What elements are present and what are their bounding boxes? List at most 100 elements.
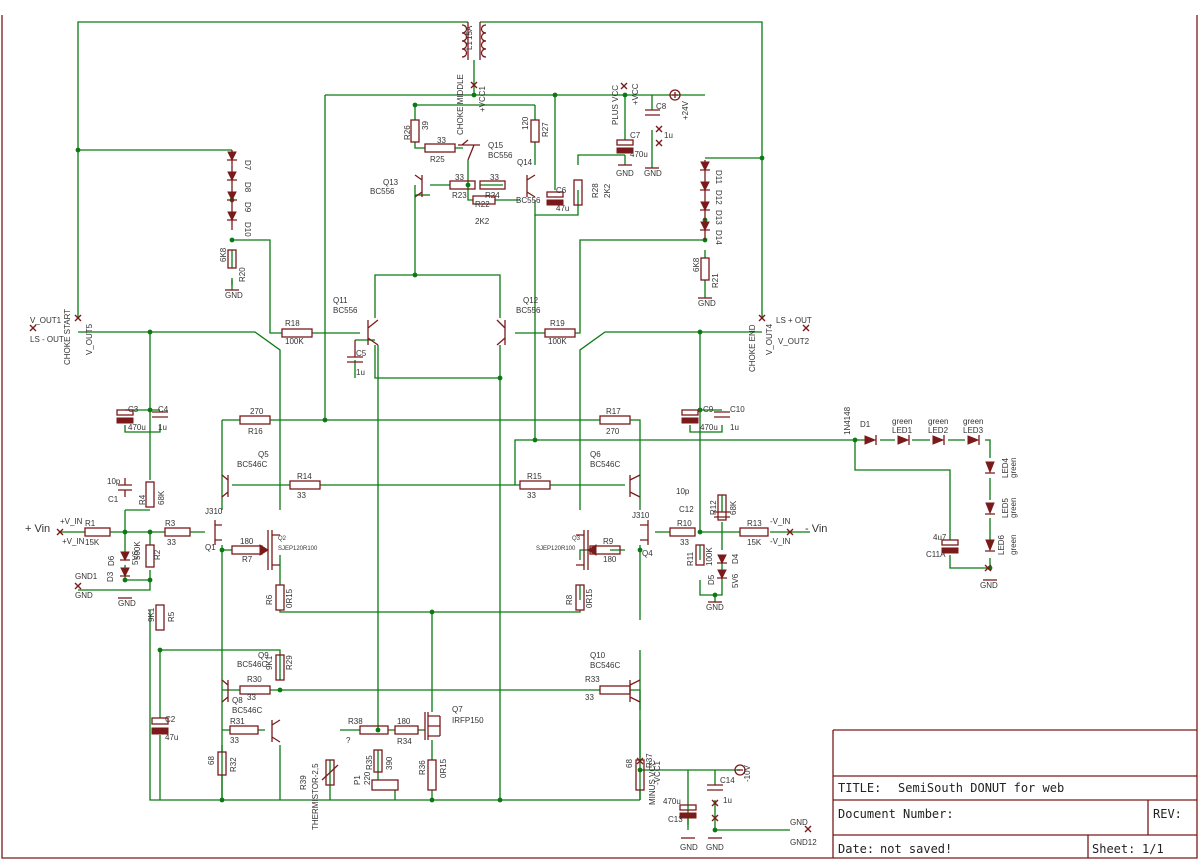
r2-body — [145, 544, 155, 568]
svg-text:LED4: LED4 — [1001, 457, 1010, 478]
svg-text:R8: R8 — [565, 594, 574, 605]
svg-text:180: 180 — [603, 555, 617, 564]
svg-text:CHOKE END: CHOKE END — [748, 324, 757, 372]
svg-text:R39: R39 — [299, 775, 308, 790]
svg-text:LED6: LED6 — [997, 534, 1006, 555]
svg-text:R16: R16 — [248, 427, 263, 436]
rev-caption: REV: — [1153, 807, 1182, 821]
svg-text:LED1: LED1 — [892, 426, 913, 435]
svg-text:D8: D8 — [243, 182, 252, 193]
d4-body — [717, 554, 727, 565]
p1-body — [371, 779, 399, 791]
svg-text:GND12: GND12 — [790, 838, 817, 847]
svg-text:R36: R36 — [418, 760, 427, 775]
svg-text:500K: 500K — [133, 541, 142, 560]
svg-text:R25: R25 — [430, 155, 445, 164]
svg-text:C10: C10 — [730, 405, 745, 414]
svg-text:V_OUT1: V_OUT1 — [30, 316, 62, 325]
svg-text:68: 68 — [625, 759, 634, 768]
r34-body — [394, 725, 419, 735]
svg-text:270: 270 — [606, 427, 620, 436]
led3-body — [967, 435, 980, 445]
svg-text:R28: R28 — [591, 183, 600, 198]
r1-body — [84, 527, 111, 537]
r32-body — [217, 751, 227, 776]
title-block: TITLE: SemiSouth DONUT for web Document … — [832, 729, 1197, 858]
svg-text:SJEP120R100: SJEP120R100 — [536, 546, 576, 552]
svg-text:R23: R23 — [452, 191, 467, 200]
svg-text:R17: R17 — [606, 407, 621, 416]
svg-text:R30: R30 — [247, 675, 262, 684]
svg-text:THERMISTOR-2,5: THERMISTOR-2,5 — [311, 763, 320, 830]
svg-text:GND: GND — [706, 603, 724, 612]
svg-text:Q11: Q11 — [333, 296, 348, 305]
svg-text:GND: GND — [680, 843, 698, 852]
svg-text:1u: 1u — [356, 368, 365, 377]
gnd-symbols — [118, 164, 997, 839]
svg-text:33: 33 — [167, 538, 176, 547]
svg-text:GND: GND — [698, 299, 716, 308]
r22-body — [472, 195, 496, 205]
svg-text:LED2: LED2 — [928, 426, 949, 435]
led6-body — [985, 539, 995, 552]
svg-text:68K: 68K — [729, 500, 738, 515]
svg-text:270: 270 — [250, 407, 264, 416]
r27-body — [530, 119, 540, 143]
svg-text:BC556: BC556 — [370, 187, 395, 196]
svg-text:BC546C: BC546C — [590, 661, 620, 670]
svg-text:BC546C: BC546C — [232, 706, 262, 715]
r4-body — [145, 481, 155, 508]
date-value: not saved! — [880, 842, 952, 856]
svg-text:D12: D12 — [714, 190, 723, 205]
svg-text:GND: GND — [118, 599, 136, 608]
d5-body — [717, 569, 727, 580]
svg-text:R37: R37 — [645, 753, 654, 768]
svg-text:-V_IN: -V_IN — [770, 517, 791, 526]
svg-text:1u: 1u — [664, 131, 673, 140]
svg-text:green: green — [892, 417, 912, 426]
svg-text:D3: D3 — [106, 571, 115, 582]
svg-text:R24: R24 — [485, 191, 500, 200]
r35-body — [373, 749, 383, 773]
svg-text:green: green — [1009, 535, 1018, 555]
svg-text:green: green — [1009, 458, 1018, 478]
l1-choke — [461, 22, 487, 60]
svg-text:D14: D14 — [714, 230, 723, 245]
svg-text:R18: R18 — [285, 319, 300, 328]
svg-text:0R15: 0R15 — [285, 588, 294, 608]
svg-text:33: 33 — [680, 538, 689, 547]
svg-text:470u: 470u — [128, 423, 146, 432]
svg-text:+V_IN: +V_IN — [60, 517, 83, 526]
r19-body — [544, 328, 576, 338]
svg-text:BC556: BC556 — [516, 196, 541, 205]
svg-text:+V_IN: +V_IN — [62, 537, 85, 546]
q12-body — [496, 319, 506, 346]
c1-body — [118, 478, 132, 497]
svg-text:R3: R3 — [165, 519, 176, 528]
svg-text:LS + OUT: LS + OUT — [776, 316, 812, 325]
svg-text:R26: R26 — [403, 125, 412, 140]
r18-body — [281, 328, 313, 338]
r24-body — [479, 180, 506, 190]
svg-text:BC556: BC556 — [488, 151, 513, 160]
svg-text:Q14: Q14 — [517, 158, 533, 167]
diodes — [120, 150, 995, 580]
svg-text:1u: 1u — [158, 423, 167, 432]
svg-text:Q7: Q7 — [452, 705, 463, 714]
svg-text:?: ? — [346, 736, 351, 745]
svg-text:1u: 1u — [723, 796, 732, 805]
svg-text:100K: 100K — [285, 337, 304, 346]
svg-text:green: green — [928, 417, 948, 426]
q11-body — [367, 319, 379, 346]
svg-text:R34: R34 — [397, 737, 412, 746]
svg-text:Q15: Q15 — [488, 141, 504, 150]
svg-text:BC546C: BC546C — [237, 460, 267, 469]
svg-text:R1: R1 — [85, 519, 96, 528]
svg-text:470u: 470u — [700, 423, 718, 432]
svg-text:470u: 470u — [630, 150, 648, 159]
q14-body — [526, 174, 536, 198]
svg-text:R7: R7 — [242, 555, 253, 564]
r13-body — [739, 527, 769, 537]
svg-text:R22: R22 — [475, 200, 490, 209]
